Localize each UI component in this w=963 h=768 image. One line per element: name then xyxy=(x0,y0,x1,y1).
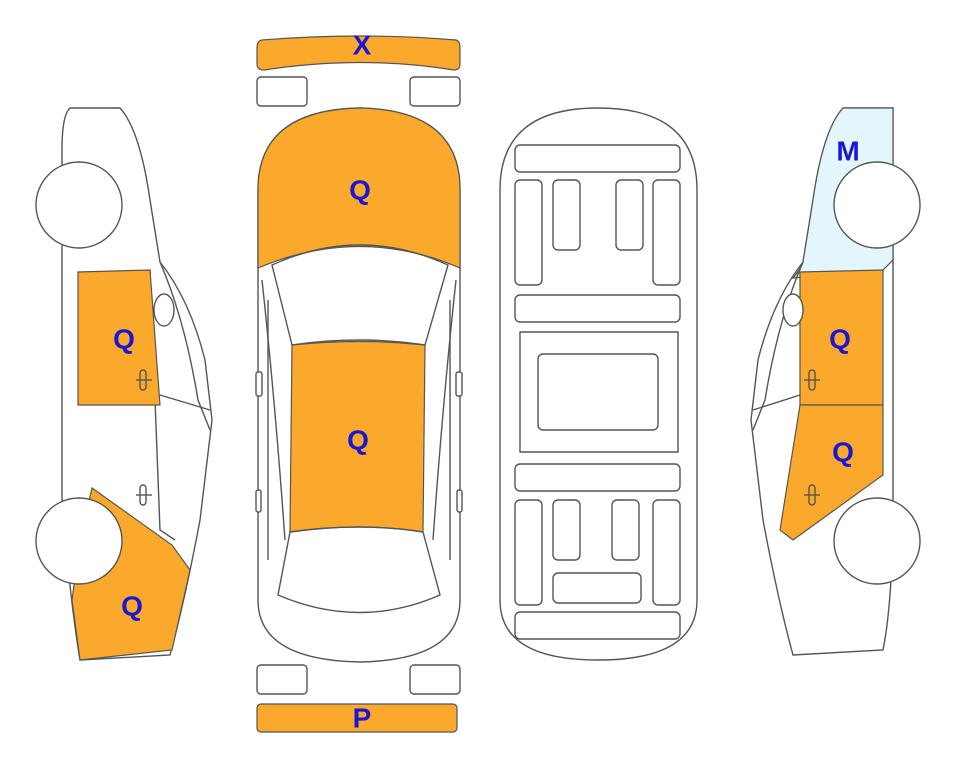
left-mirror-top xyxy=(255,371,263,397)
under-rear-crossmember xyxy=(514,611,681,640)
left-front-door-panel[interactable] xyxy=(77,269,161,406)
under-front-left-mount xyxy=(552,179,581,251)
top-view: X Q Q P xyxy=(255,30,463,734)
right-sill-line xyxy=(752,394,801,411)
front-right-headlight xyxy=(409,76,461,107)
rear-left-taillight xyxy=(256,664,308,695)
under-mid-crossmember-1 xyxy=(514,294,681,323)
under-front-right-rail xyxy=(652,179,681,286)
right-rear-door-panel[interactable] xyxy=(779,404,884,541)
front-bumper-panel[interactable] xyxy=(256,35,461,71)
rear-bumper-label: P xyxy=(353,703,372,734)
under-rear-right-mount xyxy=(611,499,640,561)
hood-label: Q xyxy=(349,175,371,206)
under-front-right-mount xyxy=(615,179,644,251)
under-rear-right-rail xyxy=(652,499,681,606)
right-handle-top xyxy=(456,489,463,513)
right-rear-door-handle xyxy=(804,484,820,506)
left-side-view: Q Q xyxy=(35,107,213,661)
under-front-crossmember xyxy=(514,144,681,173)
underbody-view xyxy=(499,107,698,661)
right-side-view: M Q Q xyxy=(750,107,921,656)
hood-panel[interactable] xyxy=(257,107,461,269)
rear-window-outline xyxy=(277,526,441,614)
right-rear-wheel xyxy=(833,497,921,585)
right-rear-door-label: Q xyxy=(832,437,854,468)
roof-label: Q xyxy=(347,425,369,456)
right-front-door-label: Q xyxy=(829,324,851,355)
front-left-headlight xyxy=(256,76,308,107)
left-rear-door-handle xyxy=(136,484,152,506)
right-front-fender-label: M xyxy=(836,136,859,167)
left-handle-top xyxy=(255,489,262,513)
left-mirror xyxy=(153,293,175,327)
left-a-pillar xyxy=(261,279,286,541)
right-front-wheel xyxy=(833,161,921,249)
left-rear-quarter-label: Q xyxy=(121,591,143,622)
under-rear-left-mount xyxy=(552,499,581,561)
under-rear-left-rail xyxy=(514,499,543,606)
under-mid-crossmember-2 xyxy=(514,463,681,492)
left-front-door-handle xyxy=(136,369,152,391)
left-rear-wheel xyxy=(35,497,123,585)
left-window-line xyxy=(159,261,211,431)
windshield-outline xyxy=(271,244,449,346)
rear-right-taillight xyxy=(409,664,461,695)
right-mirror xyxy=(782,293,804,327)
left-sill-line xyxy=(159,394,211,411)
right-front-door-handle xyxy=(804,369,820,391)
front-bumper-label: X xyxy=(353,30,372,61)
under-center-plate xyxy=(537,353,659,431)
right-a-pillar xyxy=(432,279,457,541)
rear-bumper-panel[interactable] xyxy=(256,703,458,733)
under-front-left-rail xyxy=(514,179,543,286)
right-window-line xyxy=(752,261,804,431)
left-front-door-label: Q xyxy=(113,324,135,355)
left-front-wheel xyxy=(35,161,123,249)
right-mirror-top xyxy=(455,371,463,397)
under-rear-plate xyxy=(552,572,642,604)
